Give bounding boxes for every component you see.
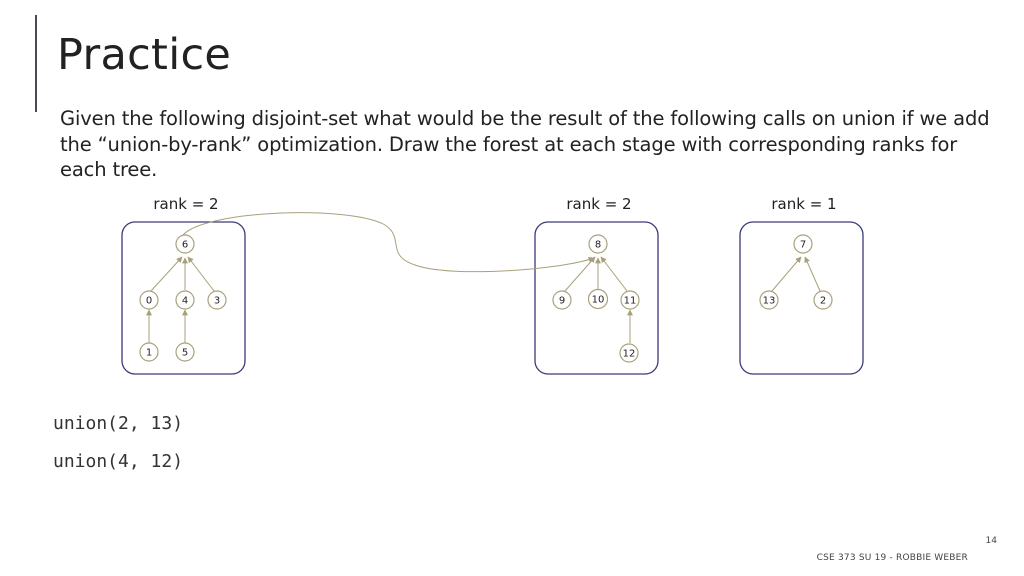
node-2-label: 2: [820, 296, 826, 307]
node-13-label: 13: [763, 296, 776, 307]
node-12-label: 12: [623, 349, 636, 360]
node-11: 11: [620, 290, 640, 310]
tree-box-1: [121, 221, 246, 375]
node-8-label: 8: [595, 240, 601, 251]
node-3: 3: [207, 290, 227, 310]
node-10-label: 10: [592, 295, 605, 306]
accent-bar: [35, 15, 37, 112]
slide-body-text: Given the following disjoint-set what wo…: [60, 107, 990, 181]
node-0: 0: [139, 290, 159, 310]
node-9: 9: [552, 290, 572, 310]
node-6-label: 6: [182, 240, 188, 251]
rank-label-tree-1: rank = 2: [153, 195, 218, 213]
node-8: 8: [588, 234, 608, 254]
slide-title: Practice: [57, 30, 232, 80]
node-4-label: 4: [182, 296, 188, 307]
edge-2-to-7: [804, 256, 821, 292]
node-9-label: 9: [559, 296, 565, 307]
tree-box-2: [534, 221, 659, 375]
edge-3-to-6: [187, 256, 215, 292]
node-7: 7: [793, 234, 813, 254]
edge-13-to-7: [771, 256, 802, 292]
node-13: 13: [759, 290, 779, 310]
edge-11-to-8: [600, 256, 628, 292]
node-6: 6: [175, 234, 195, 254]
tree-box-3: [739, 221, 864, 375]
node-3-label: 3: [214, 296, 220, 307]
node-0-label: 0: [146, 296, 152, 307]
node-5-label: 5: [182, 348, 188, 359]
edge-6-to-8: [182, 212, 595, 273]
node-11-label: 11: [624, 296, 637, 307]
edge-0-to-6: [150, 256, 183, 292]
footer-credit: CSE 373 SU 19 - ROBBIE WEBER: [816, 553, 968, 563]
node-4: 4: [175, 290, 195, 310]
node-5: 5: [175, 342, 195, 362]
page-number: 14: [985, 536, 997, 546]
node-1-label: 1: [146, 348, 152, 359]
code-union-4-12: union(4, 12): [53, 451, 184, 472]
code-union-2-13: union(2, 13): [53, 413, 184, 434]
node-12: 12: [619, 343, 639, 363]
node-10: 10: [587, 288, 609, 310]
node-7-label: 7: [800, 240, 806, 251]
edge-9-to-8: [564, 256, 596, 292]
rank-label-tree-2: rank = 2: [566, 195, 631, 213]
node-1: 1: [139, 342, 159, 362]
node-2: 2: [813, 290, 833, 310]
rank-label-tree-3: rank = 1: [771, 195, 836, 213]
